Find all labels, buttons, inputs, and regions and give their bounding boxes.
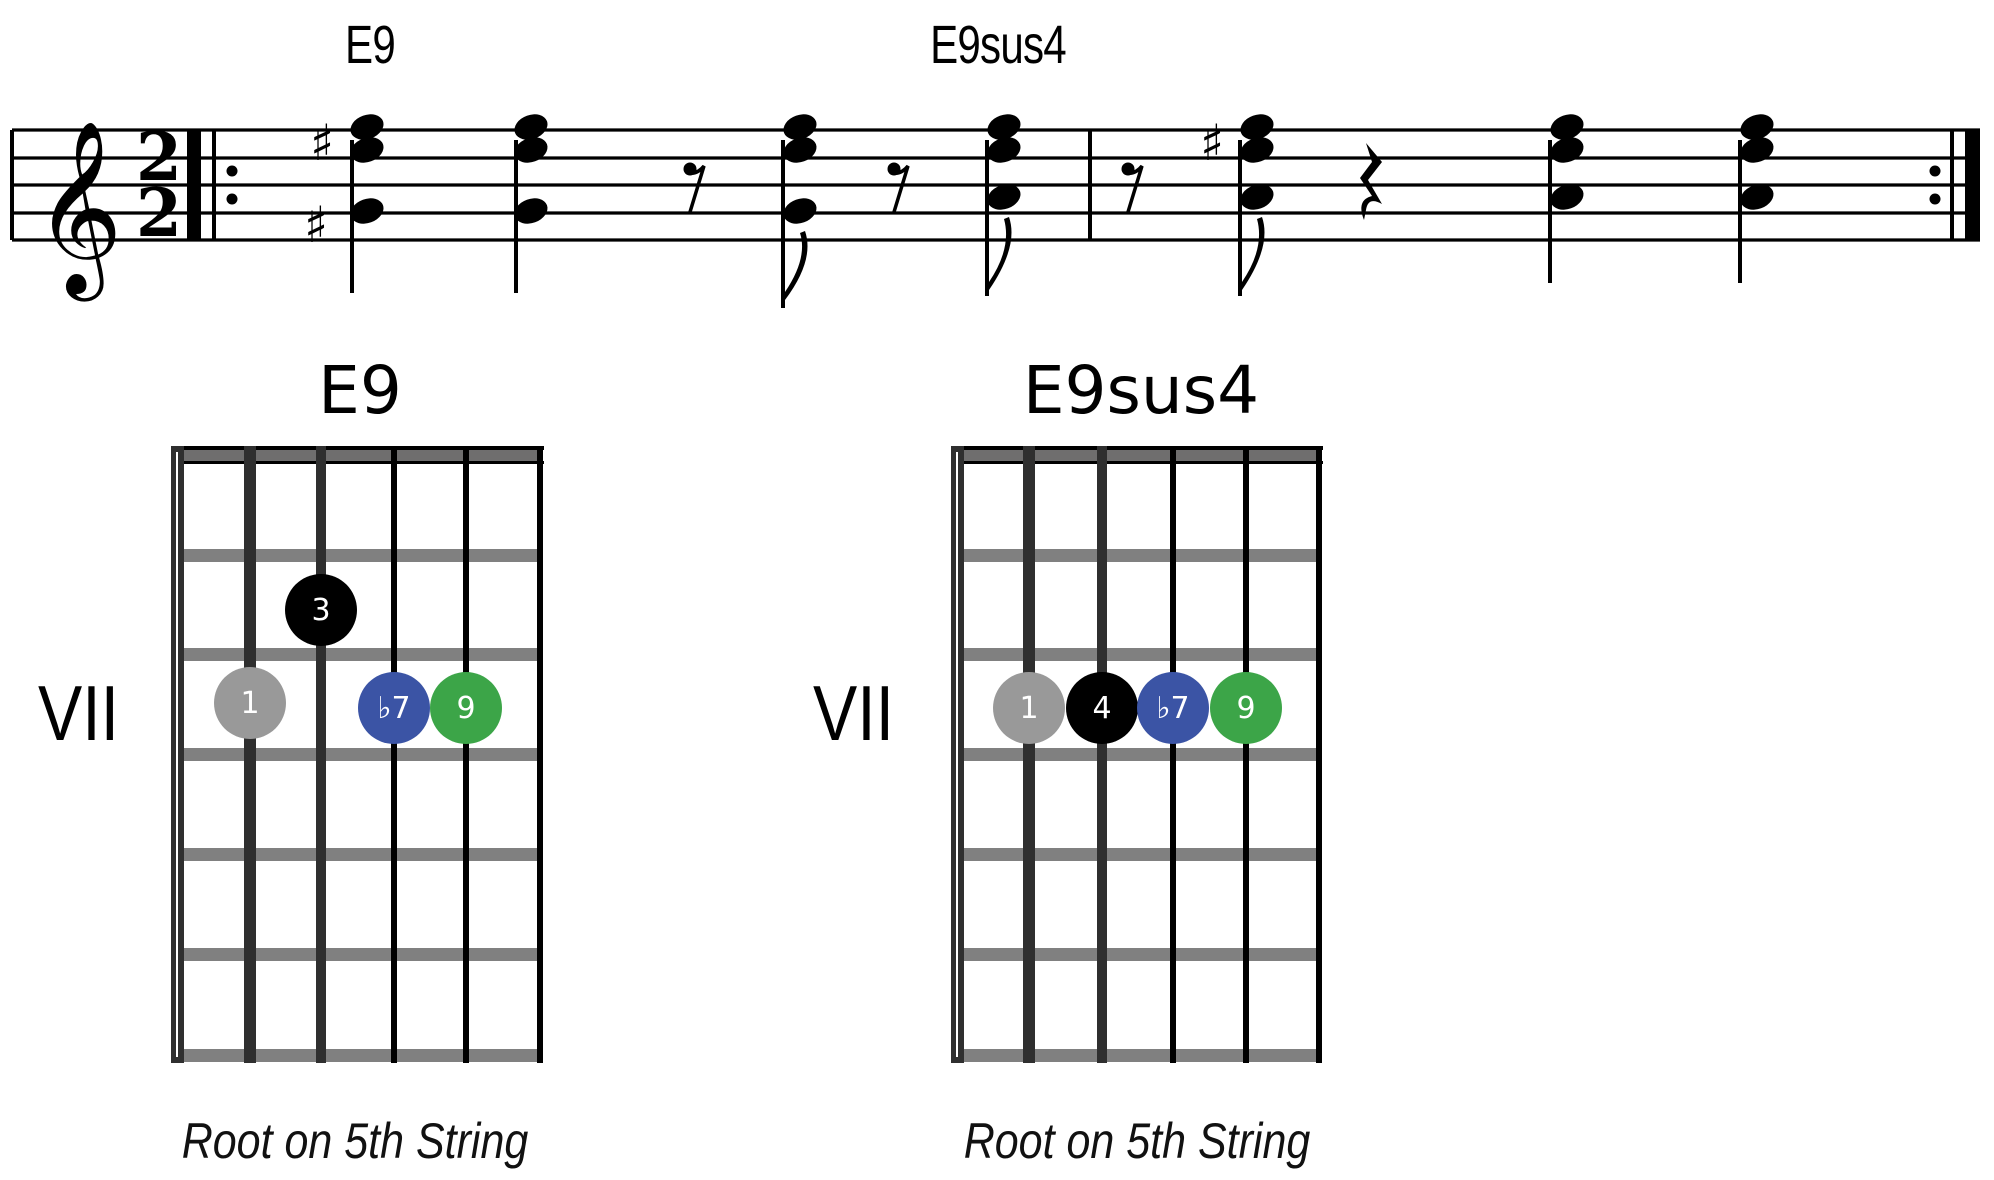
dot-label: 4	[1092, 690, 1112, 726]
svg-text:♯: ♯	[310, 114, 334, 172]
eighth-rest	[683, 162, 706, 213]
staff-graphic: 𝄞 2 2 ♯ ♯	[10, 114, 1980, 308]
chord-5: ♯	[1200, 114, 1274, 296]
chord-symbol-e9: E9	[345, 15, 396, 75]
svg-text:♯: ♯	[304, 196, 328, 254]
chord-7	[1738, 114, 1774, 283]
finger-dot-3: 3	[285, 574, 357, 646]
fret-position-label: VII	[813, 669, 895, 757]
diagram-title: E9	[318, 352, 402, 429]
diagram-caption: Root on 5th String	[963, 1113, 1311, 1169]
dot-label: 1	[240, 685, 260, 721]
chord-3	[781, 114, 817, 308]
chord-1: ♯ ♯	[304, 114, 384, 293]
finger-dot-root: 1	[214, 667, 286, 739]
fret-position-label: VII	[38, 669, 120, 757]
svg-text:𝄞: 𝄞	[34, 120, 123, 302]
repeat-end-barline	[1929, 130, 1980, 240]
svg-text:2: 2	[136, 174, 182, 252]
dot-label: 1	[1019, 690, 1039, 726]
dot-label: ♭7	[377, 690, 411, 726]
finger-dot-flat7: ♭7	[1137, 672, 1209, 744]
quarter-rest	[1360, 143, 1382, 220]
finger-dot-flat7: ♭7	[358, 672, 430, 744]
barline	[1088, 130, 1092, 240]
eighth-rest	[1121, 162, 1144, 213]
finger-dot-4: 4	[1066, 672, 1138, 744]
chord-symbol-e9sus4: E9sus4	[930, 15, 1067, 75]
finger-dot-9: 9	[1210, 672, 1282, 744]
svg-text:♯: ♯	[1200, 114, 1224, 172]
chord-6	[1548, 114, 1584, 283]
dot-label: ♭7	[1156, 690, 1190, 726]
repeat-start-barline	[187, 130, 238, 240]
diagram-title: E9sus4	[1022, 352, 1260, 429]
diagram-caption: Root on 5th String	[181, 1113, 529, 1169]
dot-label: 3	[311, 592, 331, 628]
dot-label: 9	[456, 690, 476, 726]
svg-text:2: 2	[136, 118, 182, 196]
chord-4	[985, 114, 1021, 296]
chord-2	[514, 114, 548, 293]
treble-clef-icon: 𝄞	[34, 120, 123, 302]
finger-dot-root: 1	[993, 672, 1065, 744]
time-signature: 2 2	[136, 118, 182, 252]
eighth-rest	[887, 162, 910, 213]
finger-dot-9: 9	[430, 672, 502, 744]
dot-label: 9	[1236, 690, 1256, 726]
